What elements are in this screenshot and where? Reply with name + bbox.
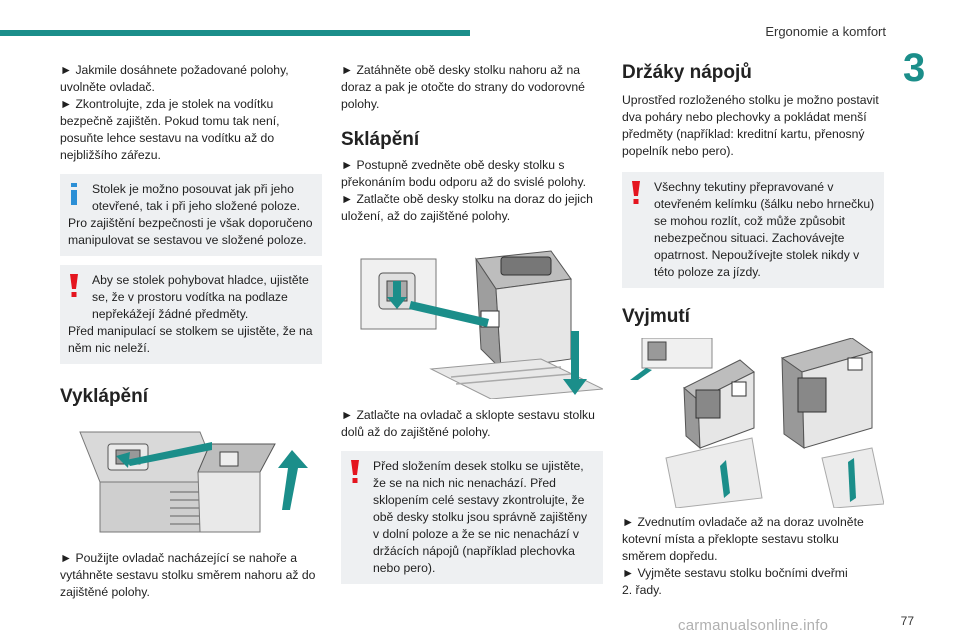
info-note: Stolek je možno posouvat jak při jeho ot…: [60, 174, 322, 256]
warning-icon: [69, 274, 79, 298]
warning-note: Před složením desek stolku se ujistěte, …: [341, 451, 603, 584]
column-1: ► Jakmile dosáhnete požadované polohy, u…: [60, 62, 322, 601]
heading-drzaky: Držáky nápojů: [622, 62, 752, 83]
paragraph: Uprostřed rozloženého stolku je možno po…: [622, 93, 879, 158]
column-3: Držáky nápojů Uprostřed rozloženého stol…: [622, 62, 884, 599]
paragraph: ► Vyjměte sestavu stolku bočními dveřmi: [622, 566, 848, 580]
illustration-fold: [341, 239, 603, 399]
paragraph: ► Zkontrolujte, zda je stolek na vodítku…: [60, 97, 280, 162]
heading-vyklapeni: Vyklápění: [60, 386, 149, 407]
chapter-number: 3: [903, 46, 926, 90]
warning-text: Aby se stolek pohybovat hladce, ujistěte…: [92, 273, 309, 321]
paragraph: ► Postupně zvedněte obě desky stolku s p…: [341, 158, 587, 189]
paragraph: ► Použijte ovladač nacházející se nahoře…: [60, 551, 316, 599]
header-accent-bar: [0, 30, 470, 36]
paragraph: ► Zatlačte na ovladač a sklopte sestavu …: [341, 408, 595, 439]
illustration-unfold: [60, 422, 322, 540]
info-text: Stolek je možno posouvat jak při jeho ot…: [92, 182, 300, 213]
watermark: carmanualsonline.info: [678, 617, 829, 634]
paragraph: 2. řady.: [622, 583, 662, 597]
heading-sklapeni: Sklápění: [341, 129, 420, 150]
warning-note: Všechny tekutiny přepravované v otevřené…: [622, 172, 884, 288]
warning-icon: [350, 460, 360, 484]
page-number: 77: [900, 614, 914, 628]
illustration-remove: [622, 338, 884, 508]
section-title: Ergonomie a komfort: [765, 24, 886, 39]
warning-note: Aby se stolek pohybovat hladce, ujistěte…: [60, 265, 322, 364]
heading-vyjmuti: Vyjmutí: [622, 306, 690, 327]
paragraph: ► Zvednutím ovladače až na doraz uvolnět…: [622, 515, 864, 563]
warning-icon: [631, 181, 641, 205]
paragraph: ► Jakmile dosáhnete požadované polohy, u…: [60, 63, 289, 94]
paragraph: ► Zatáhněte obě desky stolku nahoru až n…: [341, 63, 585, 111]
info-text: Pro zajištění bezpečnosti je však doporu…: [68, 216, 313, 247]
warning-text: Všechny tekutiny přepravované v otevřené…: [654, 180, 875, 279]
info-icon: [69, 183, 79, 205]
warning-text: Před složením desek stolku se ujistěte, …: [373, 459, 588, 575]
column-2: ► Zatáhněte obě desky stolku nahoru až n…: [341, 62, 603, 584]
warning-text: Před manipulací se stolkem se ujistěte, …: [68, 324, 313, 355]
paragraph: ► Zatlačte obě desky stolku na doraz do …: [341, 192, 593, 223]
